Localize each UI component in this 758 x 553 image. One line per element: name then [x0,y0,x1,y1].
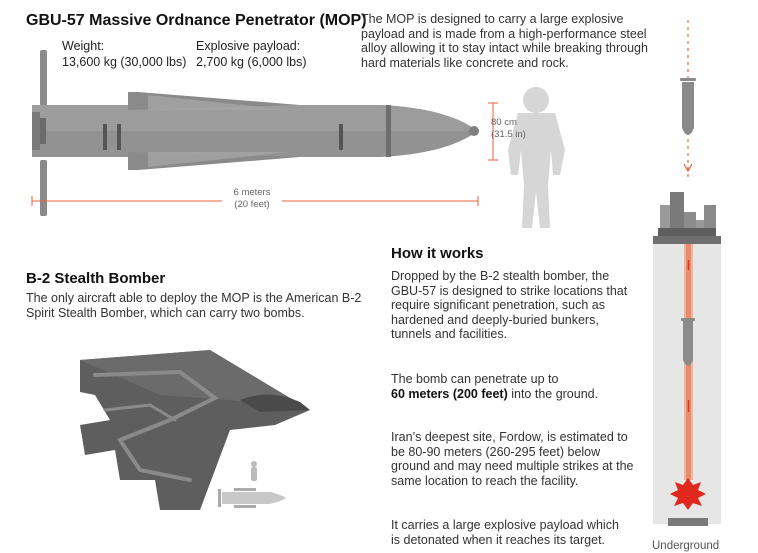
penetrating-bomb-icon [681,318,695,366]
payload-label: Explosive payload: [196,39,301,53]
bomb-slot-3 [339,124,343,150]
diameter-imperial: (31.5 in) [491,129,526,140]
how-it-works-p1: Dropped by the B-2 stealth bomber, the G… [391,269,628,341]
how-it-works-p4: It carries a large explosive payload whi… [391,518,619,547]
bomb-nose-tip [469,126,479,136]
bomb-tail-cap [40,118,46,144]
bomb-slot-2 [117,124,121,150]
length-metric: 6 meters [233,187,271,198]
p2-before: The bomb can penetrate up to [391,372,559,386]
bomber-heading: B-2 Stealth Bomber [26,270,166,287]
bomber-text: The only aircraft able to deploy the MOP… [26,291,362,320]
underground-label: Underground [652,540,720,552]
length-label: 6 meters (20 feet) [222,187,282,211]
payload-stat: Explosive payload: 2,700 kg (6,000 lbs) [196,38,307,70]
intro-text: The MOP is designed to carry a large exp… [361,12,648,70]
how-it-works-p3: Iran’s deepest site, Fordow, is estimate… [391,430,634,488]
b2-bomber-illustration [80,350,310,510]
how-it-works-heading: How it works [391,245,484,262]
strake-fin-lower-face [148,152,290,167]
p2-bold: 60 meters (200 feet) [391,386,508,401]
bomb-slot-1 [103,124,107,150]
length-imperial: (20 feet) [234,199,270,210]
diameter-label: 80 cm (31.5 in) [491,117,526,141]
diameter-metric: 80 cm [491,117,517,128]
bomb-body-highlight [32,105,470,131]
weight-label: Weight: [62,39,105,53]
p2-after: into the ground. [511,386,599,401]
weight-value: 13,600 kg (30,000 lbs) [62,55,187,69]
strake-fin-upper-face [148,95,290,110]
person-scale-icon [251,461,257,481]
falling-bomb-icon [680,78,696,135]
mop-scale-icon [218,488,286,508]
bomb-tail [32,112,40,150]
weight-stat: Weight: 13,600 kg (30,000 lbs) [62,38,186,70]
tail-fin-top [40,50,47,106]
soldier-silhouette [508,87,565,228]
tail-fin-bottom [40,160,47,216]
page-title: GBU-57 Massive Ordnance Penetrator (MOP) [26,12,367,29]
bomb-band [386,105,391,157]
how-it-works-p2: The bomb can penetrate up to 60 meters (… [391,372,631,401]
payload-value: 2,700 kg (6,000 lbs) [196,55,307,69]
